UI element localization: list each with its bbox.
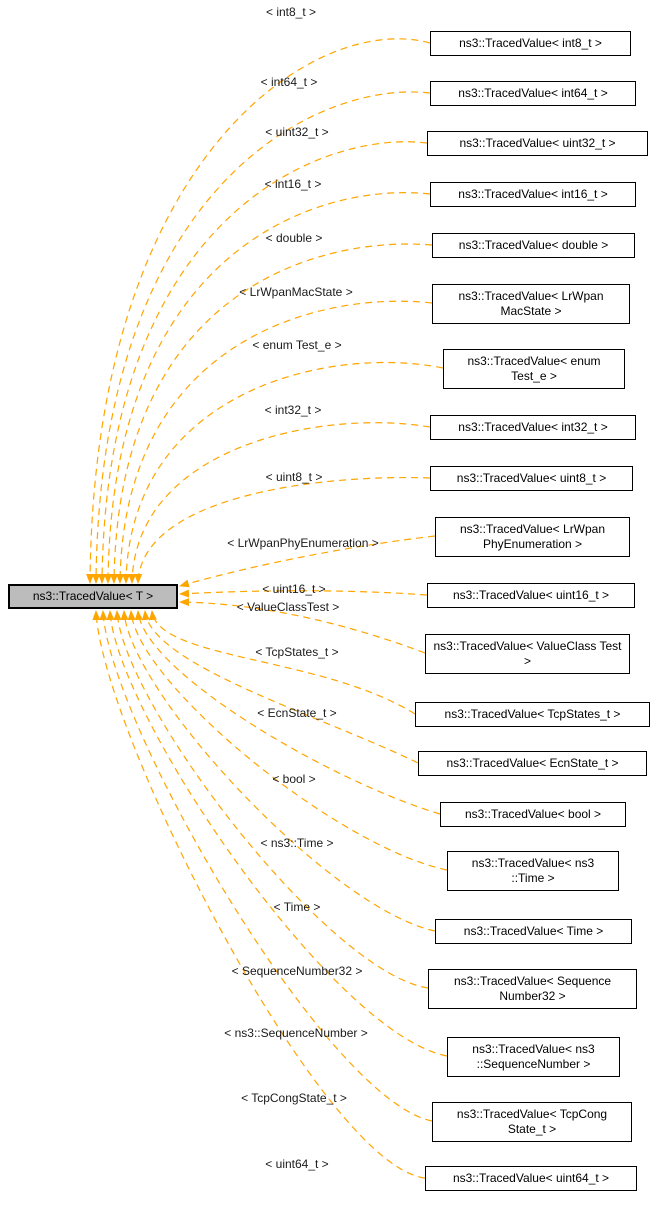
class-node-uint8-t[interactable]: ns3::TracedValue< uint8_t > <box>430 466 633 491</box>
template-arg-label: < SequenceNumber32 > <box>231 964 363 978</box>
template-arg-label: < double > <box>265 231 323 245</box>
class-node-int16-t[interactable]: ns3::TracedValue< int16_t > <box>430 182 636 207</box>
instantiation-edge <box>120 610 436 932</box>
template-arg-label: < uint64_t > <box>265 1157 329 1171</box>
class-node-tcpstates-t[interactable]: ns3::TracedValue< TcpStates_t > <box>415 702 650 727</box>
class-node-enum-test-e[interactable]: ns3::TracedValue< enum Test_e > <box>443 349 625 389</box>
instantiation-edge <box>106 610 448 1057</box>
template-arg-label: < int8_t > <box>265 5 317 19</box>
class-node-lrwpanphyenumeration[interactable]: ns3::TracedValue< LrWpan PhyEnumeration … <box>435 517 630 557</box>
class-node-tcpcongstate-t[interactable]: ns3::TracedValue< TcpCong State_t > <box>432 1102 632 1142</box>
template-arg-label: < Time > <box>273 900 321 914</box>
instantiation-edge <box>116 300 433 584</box>
class-node-uint32-t[interactable]: ns3::TracedValue< uint32_t > <box>427 131 648 156</box>
instantiation-edge <box>92 91 431 584</box>
instantiation-edge <box>134 476 431 584</box>
template-arg-label: < int16_t > <box>264 177 322 191</box>
instantiation-edge <box>113 610 429 989</box>
class-node-ecnstate-t[interactable]: ns3::TracedValue< EcnState_t > <box>418 751 647 776</box>
hub-class-node: ns3::TracedValue< T > <box>8 584 178 609</box>
template-arg-label: < EcnState_t > <box>257 706 337 720</box>
instantiation-edge <box>179 589 428 598</box>
template-arg-label: < uint32_t > <box>265 125 329 139</box>
class-node-lrwpanmacstate[interactable]: ns3::TracedValue< LrWpan MacState > <box>432 284 630 324</box>
template-arg-label: < ValueClassTest > <box>236 600 340 614</box>
instantiation-edge <box>92 610 426 1179</box>
class-node-uint64-t[interactable]: ns3::TracedValue< uint64_t > <box>425 1166 637 1191</box>
class-node-ns3-time[interactable]: ns3::TracedValue< ns3 ::Time > <box>447 851 619 891</box>
instantiation-edge <box>141 610 419 764</box>
instantiation-edge <box>104 192 431 584</box>
class-node-valueclasstest[interactable]: ns3::TracedValue< ValueClass Test > <box>425 634 630 674</box>
instantiation-edge <box>134 610 441 815</box>
class-node-double[interactable]: ns3::TracedValue< double > <box>432 233 635 258</box>
template-arg-label: < LrWpanMacState > <box>239 285 353 299</box>
instantiation-edge <box>128 422 431 584</box>
instantiation-edge <box>179 535 436 588</box>
template-arg-label: < ns3::SequenceNumber > <box>224 1026 368 1040</box>
instantiation-edge <box>122 361 444 584</box>
instantiation-edge <box>99 610 433 1122</box>
template-arg-label: < bool > <box>272 772 316 786</box>
template-arg-label: < int64_t > <box>260 75 318 89</box>
instantiation-edge <box>127 610 448 871</box>
class-node-int8-t[interactable]: ns3::TracedValue< int8_t > <box>430 31 631 56</box>
instantiation-edge <box>86 38 431 584</box>
template-arg-label: < TcpCongState_t > <box>241 1091 347 1105</box>
template-arg-label: < int32_t > <box>264 403 322 417</box>
template-arg-label: < uint8_t > <box>265 470 323 484</box>
instantiation-edge <box>98 141 428 584</box>
instantiation-edge <box>148 610 416 715</box>
class-node-ns3-sequencenumber[interactable]: ns3::TracedValue< ns3 ::SequenceNumber > <box>447 1037 620 1077</box>
template-arg-label: < TcpStates_t > <box>255 645 339 659</box>
instantiation-edge <box>110 243 433 584</box>
class-node-int64-t[interactable]: ns3::TracedValue< int64_t > <box>430 81 636 106</box>
template-arg-label: < uint16_t > <box>262 582 326 596</box>
template-arg-label: < enum Test_e > <box>252 338 342 352</box>
class-node-time[interactable]: ns3::TracedValue< Time > <box>435 919 632 944</box>
template-arg-label: < ns3::Time > <box>260 836 334 850</box>
class-node-uint16-t[interactable]: ns3::TracedValue< uint16_t > <box>427 583 635 608</box>
instantiation-edge <box>179 598 426 654</box>
class-node-sequencenumber32[interactable]: ns3::TracedValue< Sequence Number32 > <box>428 969 637 1009</box>
class-node-bool[interactable]: ns3::TracedValue< bool > <box>440 802 626 827</box>
template-arg-label: < LrWpanPhyEnumeration > <box>227 536 379 550</box>
class-node-int32-t[interactable]: ns3::TracedValue< int32_t > <box>430 415 636 440</box>
